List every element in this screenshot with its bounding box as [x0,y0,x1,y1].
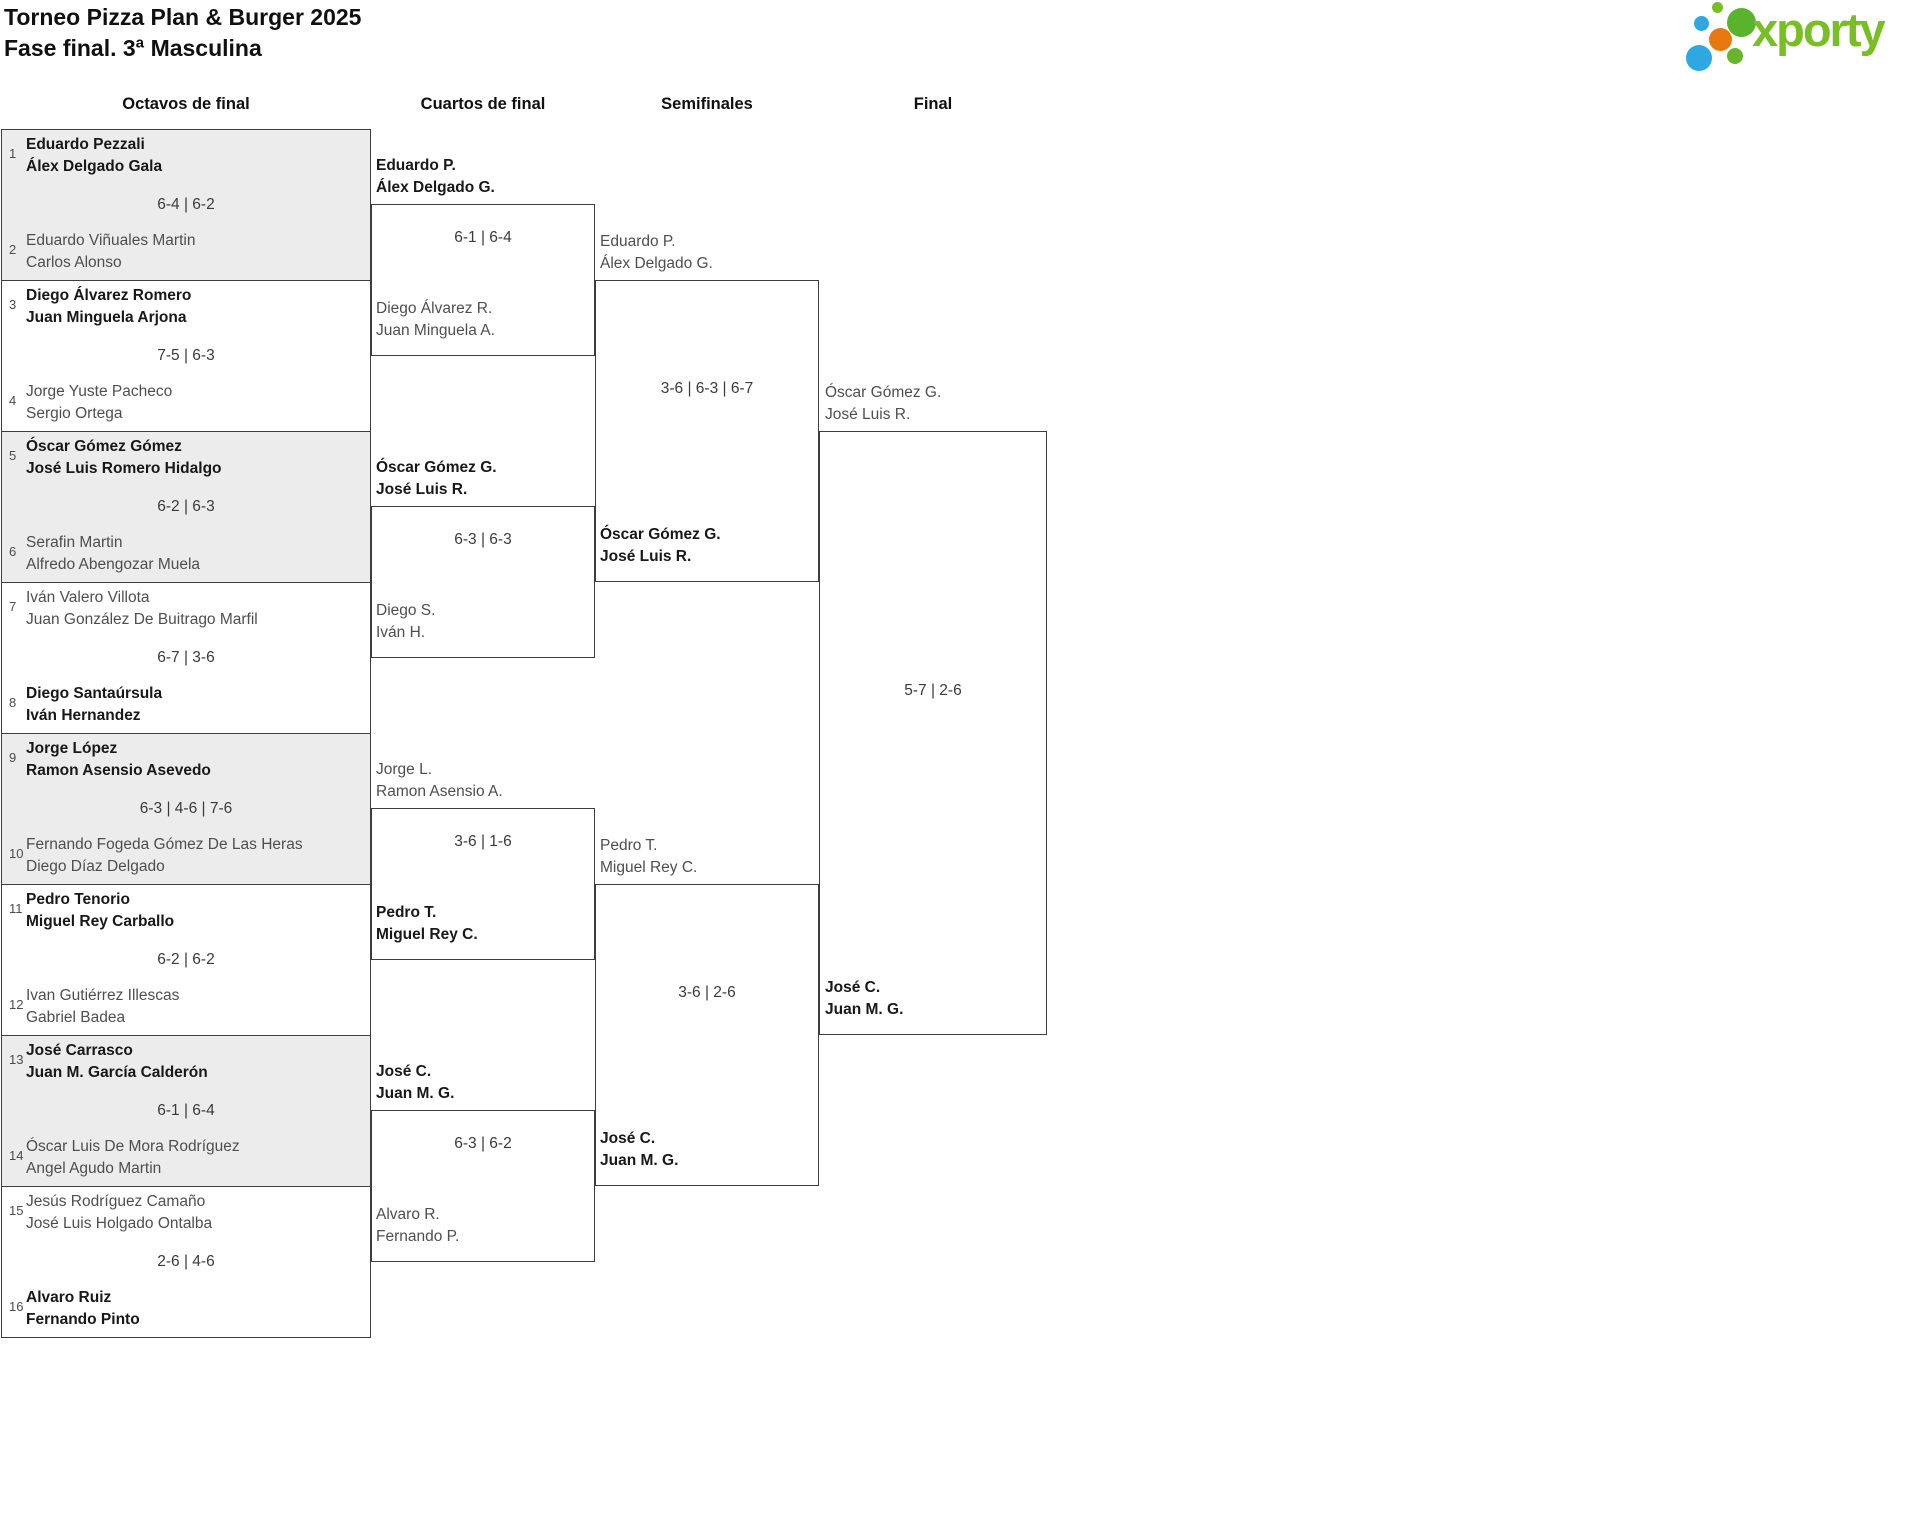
match-score: 2-6 | 4-6 [157,1253,215,1270]
seed-number: 2 [9,242,17,257]
match-box-semifinal-2 [595,884,819,1186]
seed-number: 12 [9,997,24,1012]
team-names: Óscar Gómez G.José Luis R. [376,459,497,498]
seed-number: 3 [9,297,17,312]
team-names: Pedro T.Miguel Rey C. [600,837,698,876]
logo-dot-icon [1709,28,1732,51]
team-names: José C.Juan M. G. [825,979,904,1018]
seed-number: 14 [9,1148,24,1163]
match-box-cuartos-2 [371,506,595,658]
team-names: Eduardo P.Álex Delgado G. [376,157,495,196]
seed-number: 11 [9,901,23,916]
team-names: José C.Juan M. G. [376,1063,455,1102]
match-box-final [819,431,1047,1035]
round-header-cuartos: Cuartos de final [420,95,546,113]
match-box-cuartos-3 [371,808,595,960]
match-score: 3-6 | 6-3 | 6-7 [660,380,754,397]
match-score: 6-2 | 6-3 [157,498,215,515]
team-names: Eduardo P.Álex Delgado G. [600,233,713,272]
logo-dot-icon [1727,48,1743,64]
match-score: 5-7 | 2-6 [904,682,962,699]
team-names: Óscar Gómez G.José Luis R. [825,384,942,423]
team-names: Óscar Gómez G.José Luis R. [600,526,721,565]
round-header-octavos: Octavos de final [122,95,250,113]
match-score: 6-3 | 4-6 | 7-6 [139,800,233,817]
seed-number: 13 [9,1052,24,1067]
match-score: 6-1 | 6-4 [157,1102,215,1119]
team-names: José C.Juan M. G. [600,1130,679,1169]
page-title-block: Torneo Pizza Plan & Burger 2025 Fase fin… [4,2,361,64]
seed-number: 15 [9,1203,24,1218]
match-score: 3-6 | 1-6 [454,833,512,850]
round-header-semifinales: Semifinales [661,95,753,113]
round-header-final: Final [913,95,953,113]
logo-dot-icon [1694,16,1709,31]
match-score: 6-3 | 6-2 [454,1135,512,1152]
team-names: Diego S.Iván H. [376,602,436,641]
match-score: 6-4 | 6-2 [157,196,215,213]
team-names: Diego Álvarez R.Juan Minguela A. [376,300,495,339]
seed-number: 6 [9,544,17,559]
seed-number: 1 [9,146,17,161]
logo-dot-icon [1712,2,1723,13]
match-score: 6-2 | 6-2 [157,951,215,968]
seed-number: 5 [9,448,17,463]
match-box-cuartos-4 [371,1110,595,1262]
match-score: 6-3 | 6-3 [454,531,512,548]
seed-number: 8 [9,695,17,710]
match-score: 3-6 | 2-6 [678,984,736,1001]
tournament-subtitle: Fase final. 3ª Masculina [4,35,262,61]
xporty-logo[interactable]: xporty [1686,0,1918,78]
logo-dot-icon [1686,45,1712,71]
team-names: Alvaro R.Fernando P. [376,1206,460,1245]
seed-number: 9 [9,750,17,765]
seed-number: 10 [9,846,24,861]
match-score: 6-1 | 6-4 [454,229,512,246]
match-box-semifinal-1 [595,280,819,582]
seed-number: 7 [9,599,17,614]
team-names: Jorge L.Ramon Asensio A. [376,761,503,800]
logo-dot-icon [1727,8,1756,37]
match-score: 6-7 | 3-6 [157,649,215,666]
seed-number: 16 [9,1299,24,1314]
match-score: 7-5 | 6-3 [157,347,215,364]
match-box-cuartos-1 [371,204,595,356]
seed-number: 4 [9,393,17,408]
team-names: Pedro T.Miguel Rey C. [376,904,478,943]
tournament-title: Torneo Pizza Plan & Burger 2025 [4,4,362,30]
logo-wordmark: xporty [1752,3,1886,56]
